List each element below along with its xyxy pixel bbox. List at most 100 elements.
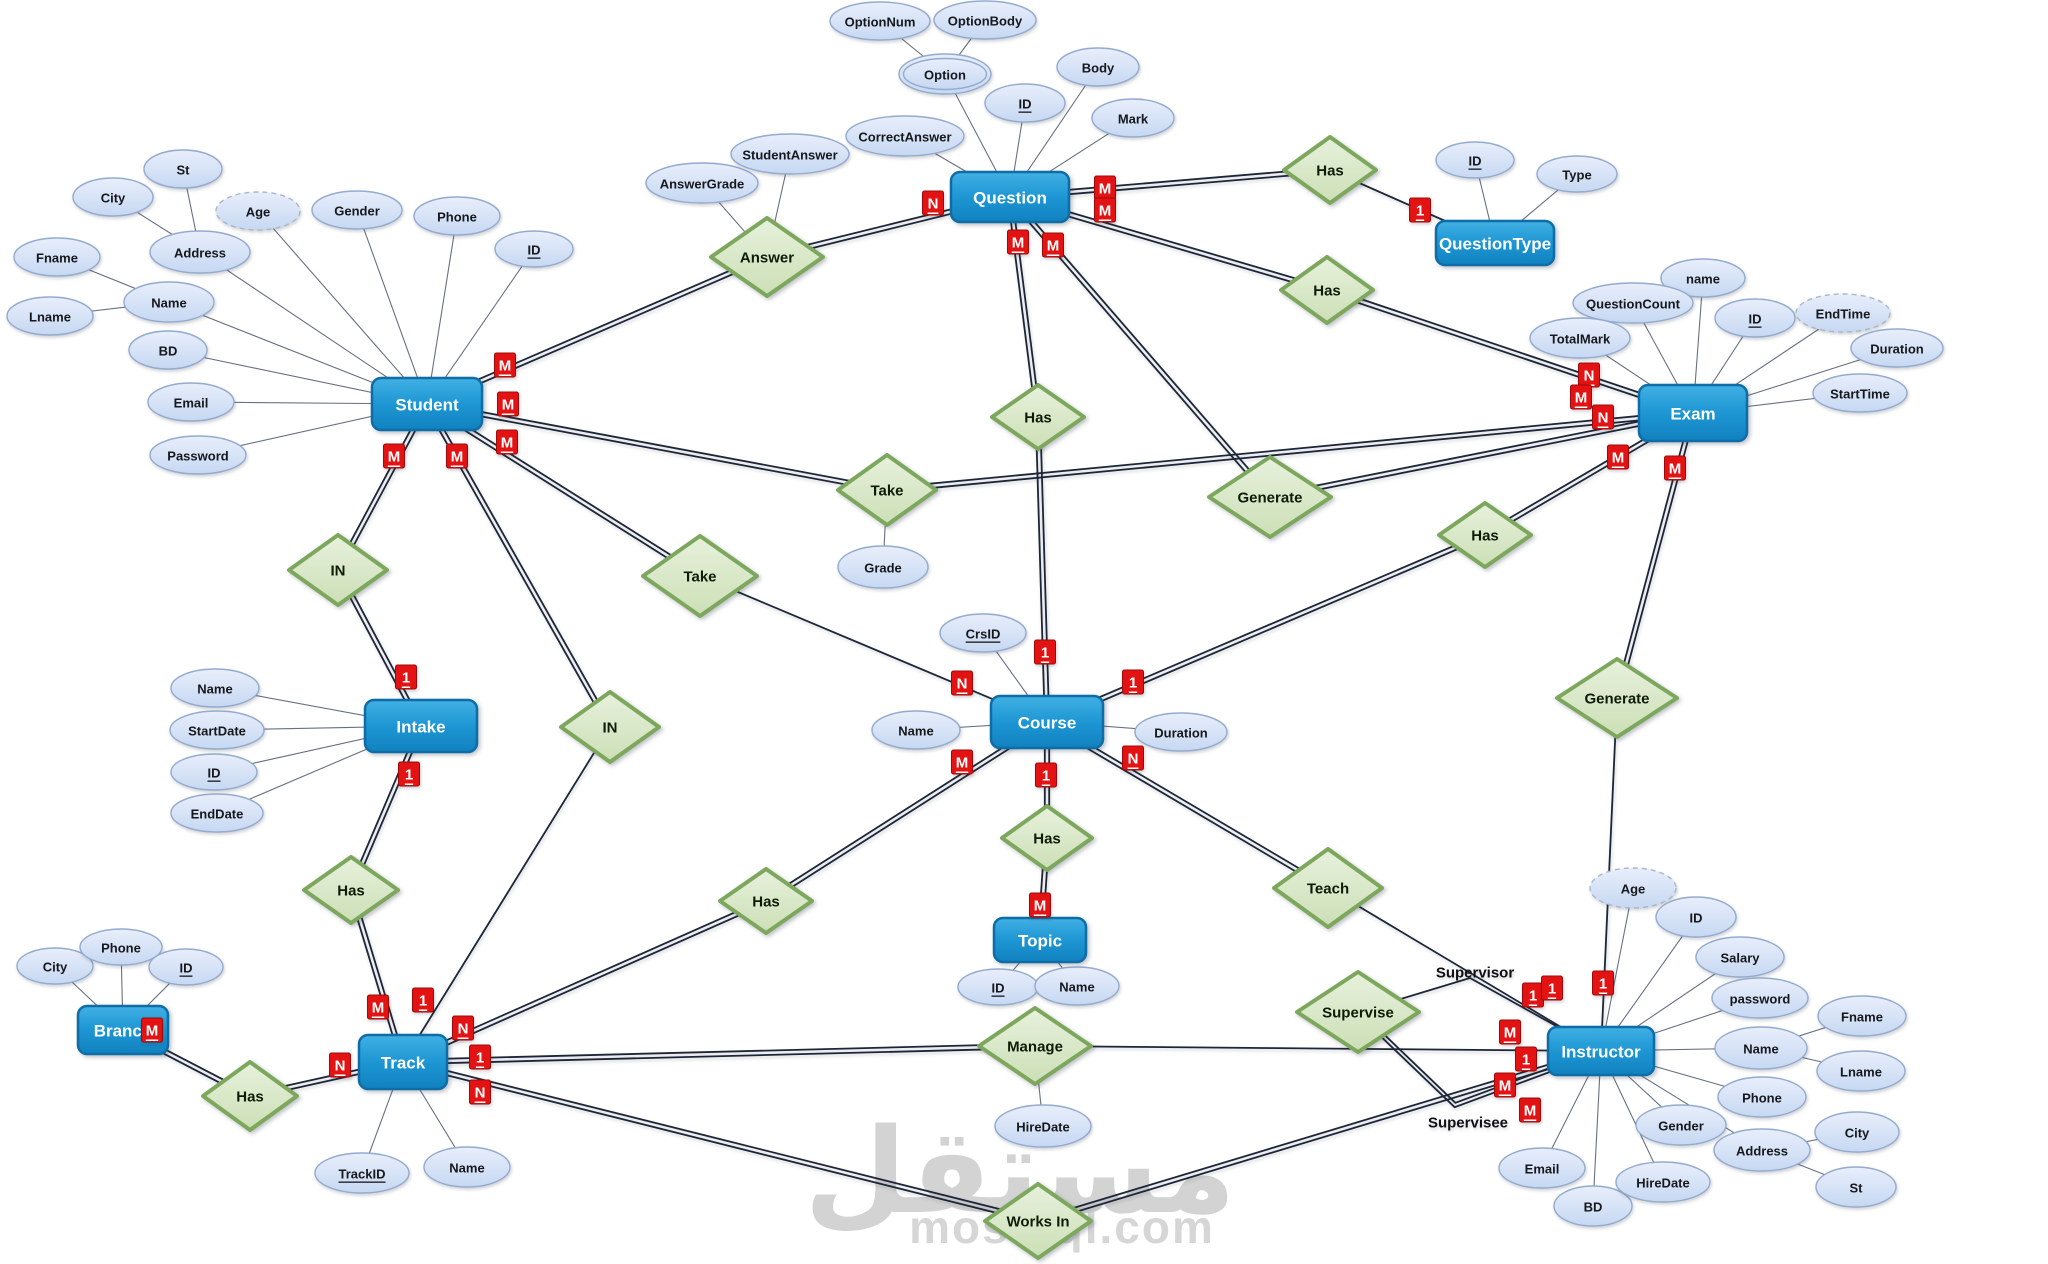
cardinality-label: M [499, 358, 512, 375]
link-has-question-exam--exam [1327, 287, 1694, 412]
attribute-intake-startdate: StartDate [169, 710, 265, 750]
cardinality-label: N [957, 676, 968, 693]
attribute-question-id: ID [984, 83, 1066, 123]
attribute-exam-totalmark: TotalMark [1529, 317, 1631, 359]
cardinality-label: 1 [1599, 976, 1607, 993]
attribute-label-student-gender: Gender [334, 204, 380, 219]
attribute-exam-name: name [1660, 258, 1746, 298]
attribute-question-optionbody: OptionBody [933, 0, 1037, 40]
relationship-label-take-student-course: Take [683, 569, 716, 586]
cardinality-label: 1 [1041, 645, 1049, 662]
relationship-label-supervise: Supervise [1322, 1005, 1394, 1022]
attribute-question-optionnum: OptionNum [829, 1, 931, 41]
cardinality-badge: 1 [1515, 1046, 1537, 1072]
relationship-label-has-branch-track: Has [236, 1089, 264, 1106]
cardinality-label: M [1504, 1025, 1517, 1042]
cardinality-label: M [1612, 450, 1625, 467]
cardinality-badge: N [922, 190, 944, 216]
link-take-student-exam--exam [886, 409, 1693, 489]
relationship-has-question-course: Has [990, 383, 1086, 451]
attribute-label-branch-phone: Phone [101, 941, 141, 956]
attribute-answer-studentanswer: StudentAnswer [730, 133, 850, 175]
attribute-exam-endtime: EndTime [1795, 293, 1891, 333]
attribute-manage-hiredate: HireDate [994, 1104, 1092, 1148]
attribute-instructor-hiredate: HireDate [1615, 1161, 1711, 1203]
attribute-label-instructor-id: ID [1690, 911, 1703, 926]
attribute-label-instructor-age: Age [1621, 882, 1646, 897]
relationship-in-student-track: IN [559, 690, 661, 764]
relationship-has-branch-track: Has [201, 1060, 299, 1132]
link-manage--instructor [1034, 1045, 1602, 1052]
attribute-label-instructor-bd: BD [1584, 1200, 1603, 1215]
cardinality-badge: N [329, 1052, 351, 1078]
attribute-instructor-st: St [1815, 1166, 1897, 1208]
relationship-label-works-in: Works In [1006, 1214, 1069, 1231]
cardinality-badge: M [497, 391, 519, 417]
entity-exam: Exam [1637, 383, 1749, 443]
cardinality-label: M [372, 1000, 385, 1017]
attribute-course-name: Name [871, 710, 961, 750]
relationship-label-has-intake-track: Has [337, 883, 365, 900]
attribute-student-password: Password [149, 435, 247, 475]
attribute-label-instructor-city: City [1845, 1126, 1870, 1141]
entity-label-exam: Exam [1670, 405, 1715, 424]
link-course--has-course-exam [1045, 532, 1485, 721]
attribute-label-question-correctanswer: CorrectAnswer [858, 130, 951, 145]
attr-link-instructor--instructor-age [1600, 887, 1634, 1052]
link-take-student-exam--exam [887, 414, 1694, 494]
relationship-answer: Answer [709, 216, 825, 298]
attribute-label-student-city: City [101, 191, 126, 206]
cardinality-label: 1 [476, 1050, 484, 1067]
entity-question-type: QuestionType [1434, 219, 1556, 267]
cardinality-badge: N [1578, 362, 1600, 388]
attribute-label-student-email: Email [174, 396, 209, 411]
relationship-teach: Teach [1272, 847, 1384, 929]
relationship-label-has-course-track: Has [752, 894, 780, 911]
cardinality-label: N [335, 1058, 346, 1075]
attribute-label-intake-enddate: EndDate [191, 807, 244, 822]
entity-question: Question [949, 170, 1071, 224]
attribute-student-email: Email [147, 382, 235, 422]
attribute-label-exam-questioncount: QuestionCount [1586, 297, 1681, 312]
attribute-label-student-id: ID [528, 243, 541, 258]
cardinality-badge: M [141, 1017, 163, 1043]
relationship-in-student-intake: IN [287, 533, 389, 607]
link-in-student-track--track [402, 726, 611, 1063]
cardinality-label: 1 [1529, 988, 1537, 1005]
entity-intake: Intake [363, 698, 479, 754]
attribute-label-exam-duration: Duration [1870, 342, 1924, 357]
cardinality-badge: M [367, 994, 389, 1020]
cardinality-badge: 1 [1034, 639, 1056, 665]
attribute-label-track-name: Name [449, 1161, 484, 1176]
cardinality-label: M [388, 449, 401, 466]
attribute-intake-id: ID [170, 753, 258, 791]
attribute-question-option: Option [898, 53, 992, 95]
attribute-branch-id: ID [148, 948, 224, 986]
cardinality-badge: 1 [1522, 982, 1544, 1008]
attribute-label-instructor-password: password [1730, 992, 1791, 1007]
cardinality-badge: M [383, 443, 405, 469]
cardinality-label: M [956, 755, 969, 772]
cardinality-label: 1 [419, 993, 427, 1010]
attribute-branch-phone: Phone [79, 928, 163, 966]
attribute-instructor-bd: BD [1553, 1185, 1633, 1227]
attribute-instructor-id: ID [1655, 896, 1737, 938]
attribute-label-student-age: Age [246, 205, 271, 220]
link-take-student-course--course [699, 575, 1048, 723]
link-course--has-course-track [764, 719, 1047, 900]
attribute-topic-name: Name [1034, 966, 1120, 1006]
cardinality-badge: N [452, 1015, 474, 1041]
attribute-topic-id: ID [957, 968, 1039, 1006]
attribute-answer-answergrade: AnswerGrade [645, 162, 759, 204]
link-track--manage [403, 1047, 1036, 1066]
cardinality-label: M [1012, 235, 1025, 252]
cardinality-badge: M [1007, 229, 1029, 255]
cardinality-label: M [1099, 181, 1112, 198]
cardinality-label: M [451, 449, 464, 466]
attribute-label-intake-id: ID [208, 766, 221, 781]
relationship-nodes: AnswerHasHasHasGenerateTakeTakeININHasGe… [201, 135, 1679, 1260]
relationship-has-question-type: Has [1282, 135, 1378, 205]
entity-topic: Topic [992, 916, 1088, 964]
cardinality-badge: M [1664, 455, 1686, 481]
